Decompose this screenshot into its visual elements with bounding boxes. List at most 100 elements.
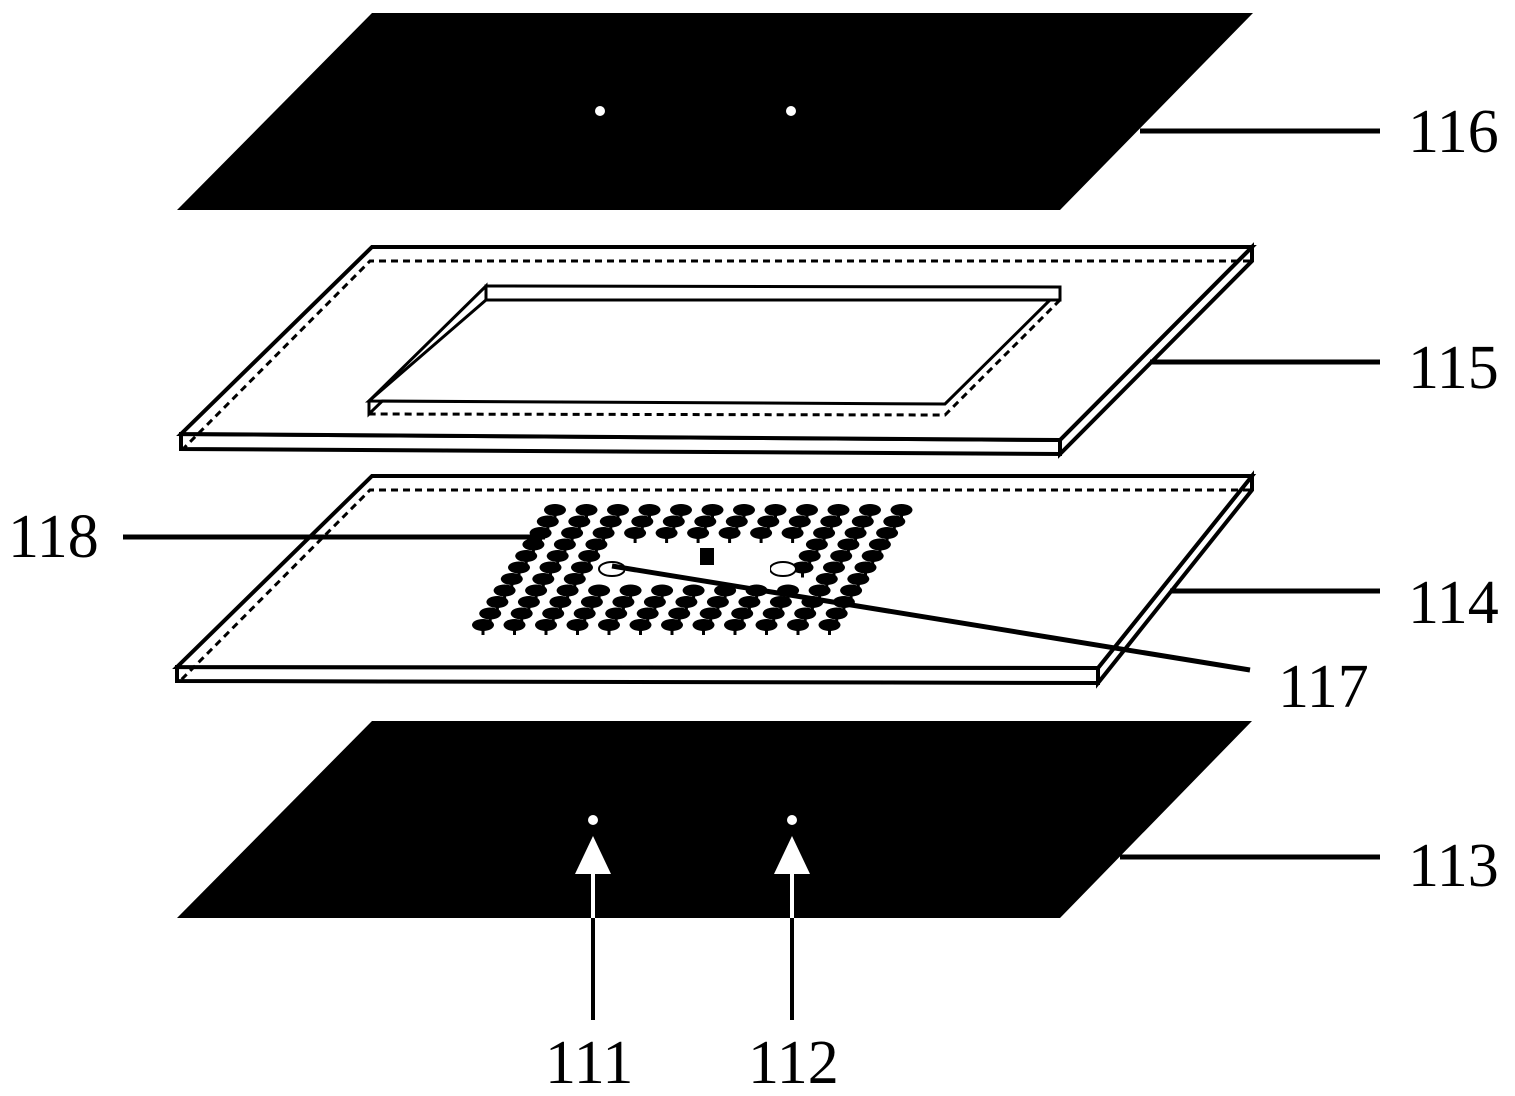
array-cell [706, 596, 729, 608]
array-cell-stem [835, 616, 839, 624]
array-cell-stem [594, 547, 598, 555]
array-cell-stem [670, 628, 674, 635]
inlet-112-arrowhead [774, 836, 810, 874]
array-cell [546, 550, 569, 562]
array-cell [854, 561, 877, 574]
array-cell-stem [573, 582, 577, 589]
array-cell [675, 596, 698, 608]
array-cell [573, 607, 596, 620]
label-112: 112 [748, 1029, 839, 1096]
label-113: 113 [1408, 832, 1499, 900]
array-cell-stem [495, 605, 499, 612]
array-cell-stem [590, 605, 594, 612]
array-cell-stem [829, 524, 833, 532]
inlet-111-arrowhead [575, 836, 611, 874]
array-cell-stem [546, 524, 550, 532]
array-cell [566, 619, 589, 631]
array-cell [764, 504, 787, 516]
array-cell [544, 504, 566, 516]
array-cell-stem [692, 593, 696, 601]
chamber-center-mark [700, 548, 714, 565]
array-cell-stem [723, 593, 727, 601]
top-plate: 116 [177, 13, 1499, 210]
array-cell-stem [759, 536, 763, 543]
array-cell [563, 573, 586, 585]
array-cell-stem [481, 628, 485, 635]
array-cell [890, 504, 913, 516]
array-cell-stem [614, 616, 618, 624]
array-cell [539, 561, 562, 574]
array-cell-stem [703, 524, 707, 532]
array-cell-stem [510, 582, 514, 589]
array-cell-stem [633, 536, 637, 543]
array-cell-stem [822, 536, 826, 543]
array-cell-stem [856, 582, 860, 589]
array-cell [837, 538, 860, 551]
chamber [598, 548, 797, 577]
chamber-port-right [769, 561, 797, 577]
array-cell-stem [576, 628, 579, 635]
array-cell [798, 550, 821, 562]
array-cell [738, 596, 761, 608]
array-cell [662, 515, 685, 528]
array-cell-stem [513, 628, 516, 635]
array-cell [651, 584, 674, 597]
frame-layer: 115 [176, 242, 1499, 459]
array-cell [769, 596, 792, 608]
array-cell [542, 607, 565, 620]
array-cell-stem [716, 605, 720, 612]
array-cell [580, 596, 603, 608]
array-cell-stem [520, 616, 524, 624]
leader-117 [611, 563, 1251, 673]
array-cell-stem [679, 513, 683, 520]
array-cell [818, 619, 841, 631]
label-114: 114 [1408, 569, 1499, 637]
array-cell-stem [774, 513, 777, 520]
array-cell [861, 550, 884, 562]
array-cell [571, 561, 593, 574]
array-cell-stem [846, 547, 850, 555]
array-cell-stem [566, 593, 570, 601]
array-cell-stem [577, 524, 581, 532]
array-cell [823, 561, 845, 574]
array-cell-stem [796, 628, 800, 635]
top-plate-surface [177, 13, 1253, 210]
array-cell [830, 550, 853, 562]
array-cell [585, 538, 608, 551]
array-cell [575, 504, 598, 516]
array-cell-stem [517, 570, 521, 578]
array-cell [757, 515, 780, 528]
array-cell [553, 538, 576, 551]
array-cell-stem [609, 524, 613, 532]
array-cell-stem [534, 593, 538, 601]
array-cell [532, 573, 555, 585]
array-cell-stem [524, 559, 528, 566]
bottom-plate-hole-left [588, 815, 598, 825]
array-cell [631, 515, 654, 528]
array-cell-stem [702, 628, 705, 635]
array-cell-stem [660, 593, 664, 601]
array-cell-stem [818, 593, 822, 601]
array-cell [655, 527, 678, 539]
bottom-plate-surface [177, 721, 1252, 918]
array-cell-stem [801, 570, 804, 578]
array-cell-stem [779, 605, 783, 612]
chamber-channel [625, 565, 770, 573]
array-cell-stem [740, 616, 744, 624]
array-cell-stem [583, 616, 587, 624]
array-cell [731, 607, 754, 620]
top-plate-hole-left [595, 106, 605, 116]
array-cell-stem [772, 616, 776, 624]
inlet-112: 112 [748, 836, 839, 1096]
array-cell-stem [849, 593, 853, 601]
array-cell [605, 607, 628, 620]
array-cell [643, 596, 666, 608]
array-cell-stem [585, 513, 588, 520]
array-cell [851, 515, 874, 528]
array-cell [725, 515, 748, 528]
array-cell-stem [837, 513, 840, 520]
base-layer: 118 117 114 [8, 470, 1499, 721]
array-cell [805, 538, 828, 551]
array-cell-stem [629, 593, 633, 601]
